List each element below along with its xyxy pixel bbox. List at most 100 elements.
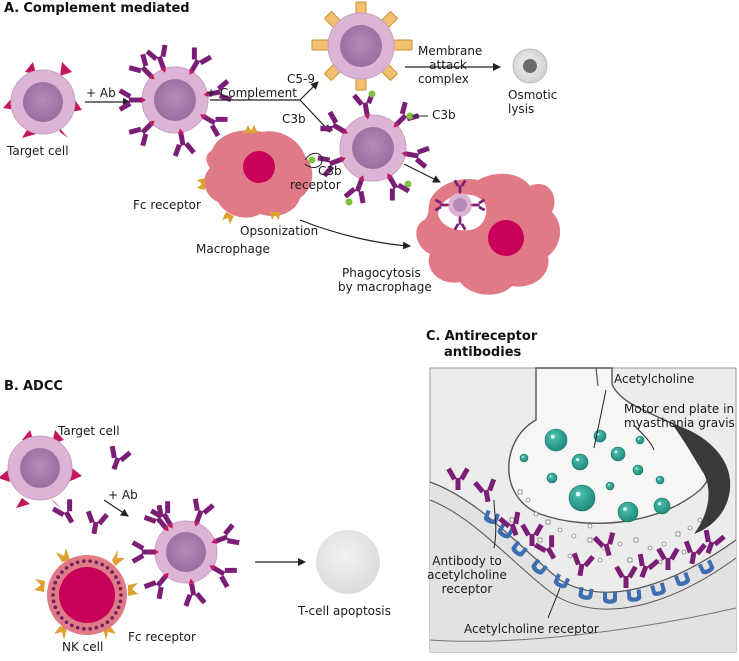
lysed-cell bbox=[512, 48, 548, 84]
vesicle bbox=[632, 464, 644, 476]
target-cell-a bbox=[3, 62, 82, 138]
free-antibodies bbox=[51, 445, 132, 535]
nerve-terminal bbox=[508, 367, 713, 525]
panel-c bbox=[429, 367, 737, 653]
section-c-header: C. Antireceptor bbox=[426, 329, 537, 344]
free-antibody-icon bbox=[85, 510, 109, 535]
antibodies-engulfed bbox=[434, 179, 486, 231]
vesicle bbox=[571, 453, 589, 471]
label-target-cell-b: Target cell bbox=[58, 424, 120, 438]
vesicle bbox=[546, 472, 558, 484]
label-c3b-dot: C3b bbox=[432, 108, 456, 122]
target-cell-b bbox=[0, 430, 82, 510]
label-plus-ab-a: + Ab bbox=[86, 86, 116, 100]
macrophage-phagocytosing bbox=[416, 173, 561, 295]
label-phago-1: Phagocytosis bbox=[342, 266, 421, 280]
antibody-icon bbox=[145, 44, 168, 73]
label-plus-complement: + Complement bbox=[206, 86, 297, 100]
coated-target-cell-b bbox=[131, 498, 240, 607]
antireceptor-antibody-icon bbox=[592, 532, 616, 557]
nk-cell bbox=[34, 548, 138, 640]
label-nk-cell: NK cell bbox=[62, 640, 104, 654]
vesicle bbox=[605, 481, 615, 491]
section-c-letter: C. bbox=[426, 329, 441, 344]
panel-a bbox=[3, 1, 561, 295]
label-plus-ab-b: + Ab bbox=[108, 488, 138, 502]
vesicle bbox=[610, 446, 626, 462]
ach-vesicles bbox=[519, 428, 671, 523]
c3b-receptor-link bbox=[304, 152, 323, 168]
antibody-icon bbox=[143, 504, 169, 532]
section-c-title-line2: antibodies bbox=[444, 345, 522, 360]
label-osmotic-2: lysis bbox=[508, 102, 535, 116]
antireceptor-antibody-icon bbox=[571, 552, 595, 577]
label-c5-9: C5-9 bbox=[287, 72, 315, 86]
ach-receptor-icon bbox=[697, 559, 715, 575]
antireceptor-antibody-icon bbox=[473, 478, 497, 503]
section-a-header: A. Complement mediated bbox=[4, 1, 190, 16]
antireceptor-antibody-icon bbox=[498, 511, 521, 537]
antibody-icon bbox=[211, 523, 240, 546]
ach-receptor-icon bbox=[674, 571, 690, 587]
label-fc-receptor-a: Fc receptor bbox=[133, 198, 201, 212]
antibody-icon bbox=[387, 173, 411, 201]
ach-receptor-icon bbox=[553, 573, 571, 589]
label-phago-2: by macrophage bbox=[338, 280, 432, 294]
antireceptor-antibody-icon bbox=[703, 529, 726, 555]
antibody-icon bbox=[320, 110, 348, 134]
antibody-icon bbox=[172, 128, 196, 157]
antibody-icon bbox=[143, 572, 169, 600]
section-c-title-line1: Antireceptor bbox=[444, 329, 538, 344]
antibody-icon bbox=[183, 578, 207, 607]
antireceptor-antibody-icon bbox=[614, 565, 638, 588]
antibody-icon bbox=[470, 198, 486, 212]
antibody-icon bbox=[209, 565, 237, 589]
label-membrane-2: attack bbox=[429, 58, 467, 72]
pointer-antibody bbox=[493, 499, 497, 549]
antibody-icon bbox=[131, 540, 159, 564]
coated-target-cell-a bbox=[118, 44, 232, 157]
antireceptor-antibody-icon bbox=[446, 467, 470, 490]
antibodies-on-cell bbox=[118, 44, 232, 157]
vesicle bbox=[519, 453, 529, 463]
c3b-coated-cell bbox=[308, 90, 430, 206]
vesicle bbox=[635, 435, 645, 445]
arrow-c3b-to-phago bbox=[403, 163, 441, 183]
ach-receptor-icon bbox=[626, 589, 642, 602]
label-fc-receptor-b: Fc receptor bbox=[128, 630, 196, 644]
label-antibody-2: acetylcholine bbox=[427, 568, 507, 582]
antibody-icon bbox=[128, 120, 155, 147]
section-a-letter: A. bbox=[4, 1, 20, 16]
ach-receptors bbox=[484, 509, 715, 604]
antibody-icon bbox=[453, 215, 467, 231]
ach-receptor-icon bbox=[497, 523, 515, 539]
antireceptor-antibody-icon bbox=[683, 540, 707, 565]
antibody-icon bbox=[118, 88, 146, 112]
label-motor-1: Motor end plate in bbox=[624, 402, 735, 416]
vesicle bbox=[617, 501, 639, 523]
arrow-to-mac bbox=[299, 81, 319, 101]
antibody-icon bbox=[343, 175, 366, 204]
antibody-icon bbox=[453, 179, 467, 195]
ach-receptor-icon bbox=[603, 592, 617, 604]
section-a-title: Complement mediated bbox=[23, 1, 190, 16]
section-b-title: ADCC bbox=[23, 379, 63, 394]
section-c-header-line2: antibodies bbox=[444, 345, 521, 360]
label-macrophage: Macrophage bbox=[196, 242, 270, 256]
antireceptor-antibodies bbox=[446, 467, 726, 588]
antibody-icon bbox=[200, 114, 228, 138]
apoptotic-cell bbox=[316, 530, 380, 594]
antibody-icon bbox=[189, 47, 213, 75]
antireceptor-antibody-icon bbox=[533, 535, 557, 560]
label-antibody-3: receptor bbox=[441, 582, 493, 596]
label-membrane-3: complex bbox=[418, 72, 469, 86]
antireceptor-antibody-icon bbox=[520, 523, 544, 546]
ach-receptor-icon bbox=[511, 540, 528, 557]
vesicle bbox=[544, 428, 568, 452]
arrow-opsonization bbox=[299, 219, 411, 250]
antireceptor-antibody-icon bbox=[656, 547, 680, 570]
label-c3b-receptor-2: receptor bbox=[290, 178, 341, 192]
antibody-icon bbox=[352, 91, 376, 120]
label-c3b-arrow: C3b bbox=[282, 112, 306, 126]
ach-receptor-icon bbox=[531, 558, 548, 575]
